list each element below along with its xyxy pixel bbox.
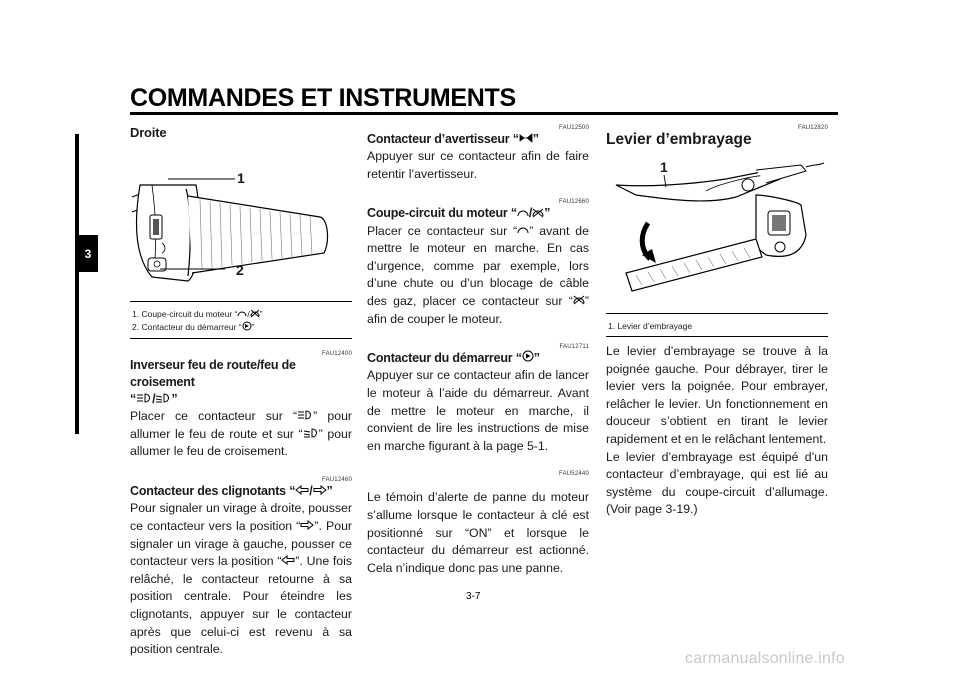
left-arrow-icon	[295, 483, 309, 500]
reference-code: FAU12711	[559, 344, 589, 351]
figure-caption: 1. Levier d’embrayage	[608, 321, 693, 331]
clutch-lever-text-2: Le levier d’embrayage est équipé d’un co…	[606, 449, 828, 517]
low-beam-icon	[155, 391, 171, 408]
reference-code: FAU12400	[322, 351, 352, 357]
warning-light-text: Le témoin d’alerte de panne du moteur s’…	[367, 490, 589, 575]
clutch-lever-illustration	[615, 162, 825, 292]
low-beam-icon	[303, 426, 319, 444]
column-left: Droite 1 2 1. Coupe-circuit du moteur “/…	[130, 118, 352, 659]
right-arrow-icon	[300, 518, 315, 536]
heading-dimmer-switch: Inverseur feu de route/feu de croisement…	[130, 357, 352, 408]
heading-text: Inverseur feu de route/feu de croisement	[130, 358, 296, 389]
body-text-a: Placer ce contacteur sur “	[367, 223, 518, 238]
caption-rule	[606, 336, 828, 337]
page-number: 3-7	[466, 591, 481, 602]
header-rule	[130, 112, 838, 115]
heading-text: Coupe-circuit du moteur “	[367, 206, 517, 221]
engine-stop-icon	[250, 309, 260, 321]
caption-2-text-a: 2. Contacteur du démarreur “	[132, 321, 242, 332]
caption-rule	[130, 338, 352, 339]
body-text-a: Pour signaler un virage à droite, pousse…	[130, 501, 352, 533]
caption-1-text-b: ”	[259, 309, 263, 319]
right-handlebar-figure: 1 2	[130, 141, 352, 301]
starter-text: Appuyer sur ce contacteur afin de lancer…	[367, 368, 589, 453]
clutch-lever-figure: 1	[606, 155, 828, 295]
subsection-title: Droite	[130, 125, 167, 140]
engine-stop-icon	[573, 293, 585, 311]
engine-stop-text: Placer ce contacteur sur “” avant de met…	[367, 223, 589, 329]
clutch-lever-title: Levier d’embrayage	[606, 131, 752, 148]
caption-1-text-a: 1. Coupe-circuit du moteur “	[132, 309, 238, 319]
chapter-tab: 3	[78, 235, 98, 272]
body-text-b: ” avant de mettre le moteur en marche. E…	[367, 223, 589, 309]
heading-text: Contacteur d’avertisseur “	[367, 132, 519, 146]
heading-engine-stop: Coupe-circuit du moteur “/”	[367, 205, 589, 222]
right-handlebar-illustration	[131, 178, 329, 282]
reference-code: FAU12660	[559, 199, 589, 206]
horn-text: Appuyer sur ce contacteur afin de faire …	[367, 149, 589, 181]
dimmer-switch-text: Placer ce contacteur sur “” pour allumer…	[130, 408, 352, 461]
heading-horn: Contacteur d’avertisseur “”	[367, 131, 589, 148]
body-text-b: ” pour allumer le feu de route et sur “	[130, 409, 353, 441]
reference-code: FAU52440	[559, 471, 589, 478]
turn-signal-text: Pour signaler un virage à droite, pousse…	[130, 500, 352, 658]
clutch-lever-text-1: Le levier d’embrayage se trouve à la poi…	[606, 344, 828, 446]
figure-callout-1: 1	[660, 159, 668, 175]
figure-caption-1: 1. Coupe-circuit du moteur “/”	[132, 309, 263, 321]
heading-text: Contacteur du démarreur “	[367, 351, 522, 366]
column-middle: FAU12500 Contacteur d’avertisseur “” App…	[367, 118, 589, 577]
body-text-a: Placer ce contacteur sur “	[130, 409, 298, 424]
figure-caption-2: 2. Contacteur du démarreur “ ”	[132, 321, 352, 334]
engine-run-icon	[237, 309, 247, 321]
watermark: carmanualsonline.info	[685, 650, 845, 667]
engine-run-icon	[517, 206, 529, 223]
section-title: COMMANDES ET INSTRUMENTS	[130, 84, 516, 112]
heading-starter: Contacteur du démarreur “”	[367, 350, 589, 367]
reference-code: FAU12500	[559, 125, 589, 131]
heading-turn-signal: Contacteur des clignotants “/”	[130, 483, 352, 500]
figure-rule	[606, 313, 828, 314]
left-arrow-icon	[281, 553, 295, 571]
horn-icon	[519, 131, 533, 148]
body-text-b: ”. Pour signaler un virage à gauche, pou…	[130, 518, 352, 569]
figure-callout-1: 1	[237, 170, 245, 186]
starter-icon	[242, 321, 252, 334]
body-text-c: ” afin de couper le moteur.	[367, 294, 589, 326]
high-beam-icon	[297, 408, 313, 426]
high-beam-icon	[136, 391, 152, 408]
side-rule	[75, 134, 79, 434]
caption-2-text-b: ”	[251, 321, 255, 332]
engine-stop-icon	[532, 206, 544, 223]
reference-code: FAU12460	[322, 477, 352, 484]
figure-callout-2: 2	[236, 262, 244, 278]
heading-text: Contacteur des clignotants “	[130, 484, 296, 499]
right-arrow-icon	[313, 483, 327, 500]
starter-icon	[522, 350, 534, 367]
body-text-c: ” pour allumer le feu de croisement.	[130, 426, 352, 459]
column-right: FAU12820 Levier d’embrayage 1 1. Levier …	[606, 118, 828, 519]
body-text-c: ”. Une fois relâché, le contacteur retou…	[130, 554, 352, 657]
engine-run-icon	[517, 223, 529, 241]
reference-code: FAU12820	[798, 125, 828, 131]
figure-rule	[130, 301, 352, 302]
